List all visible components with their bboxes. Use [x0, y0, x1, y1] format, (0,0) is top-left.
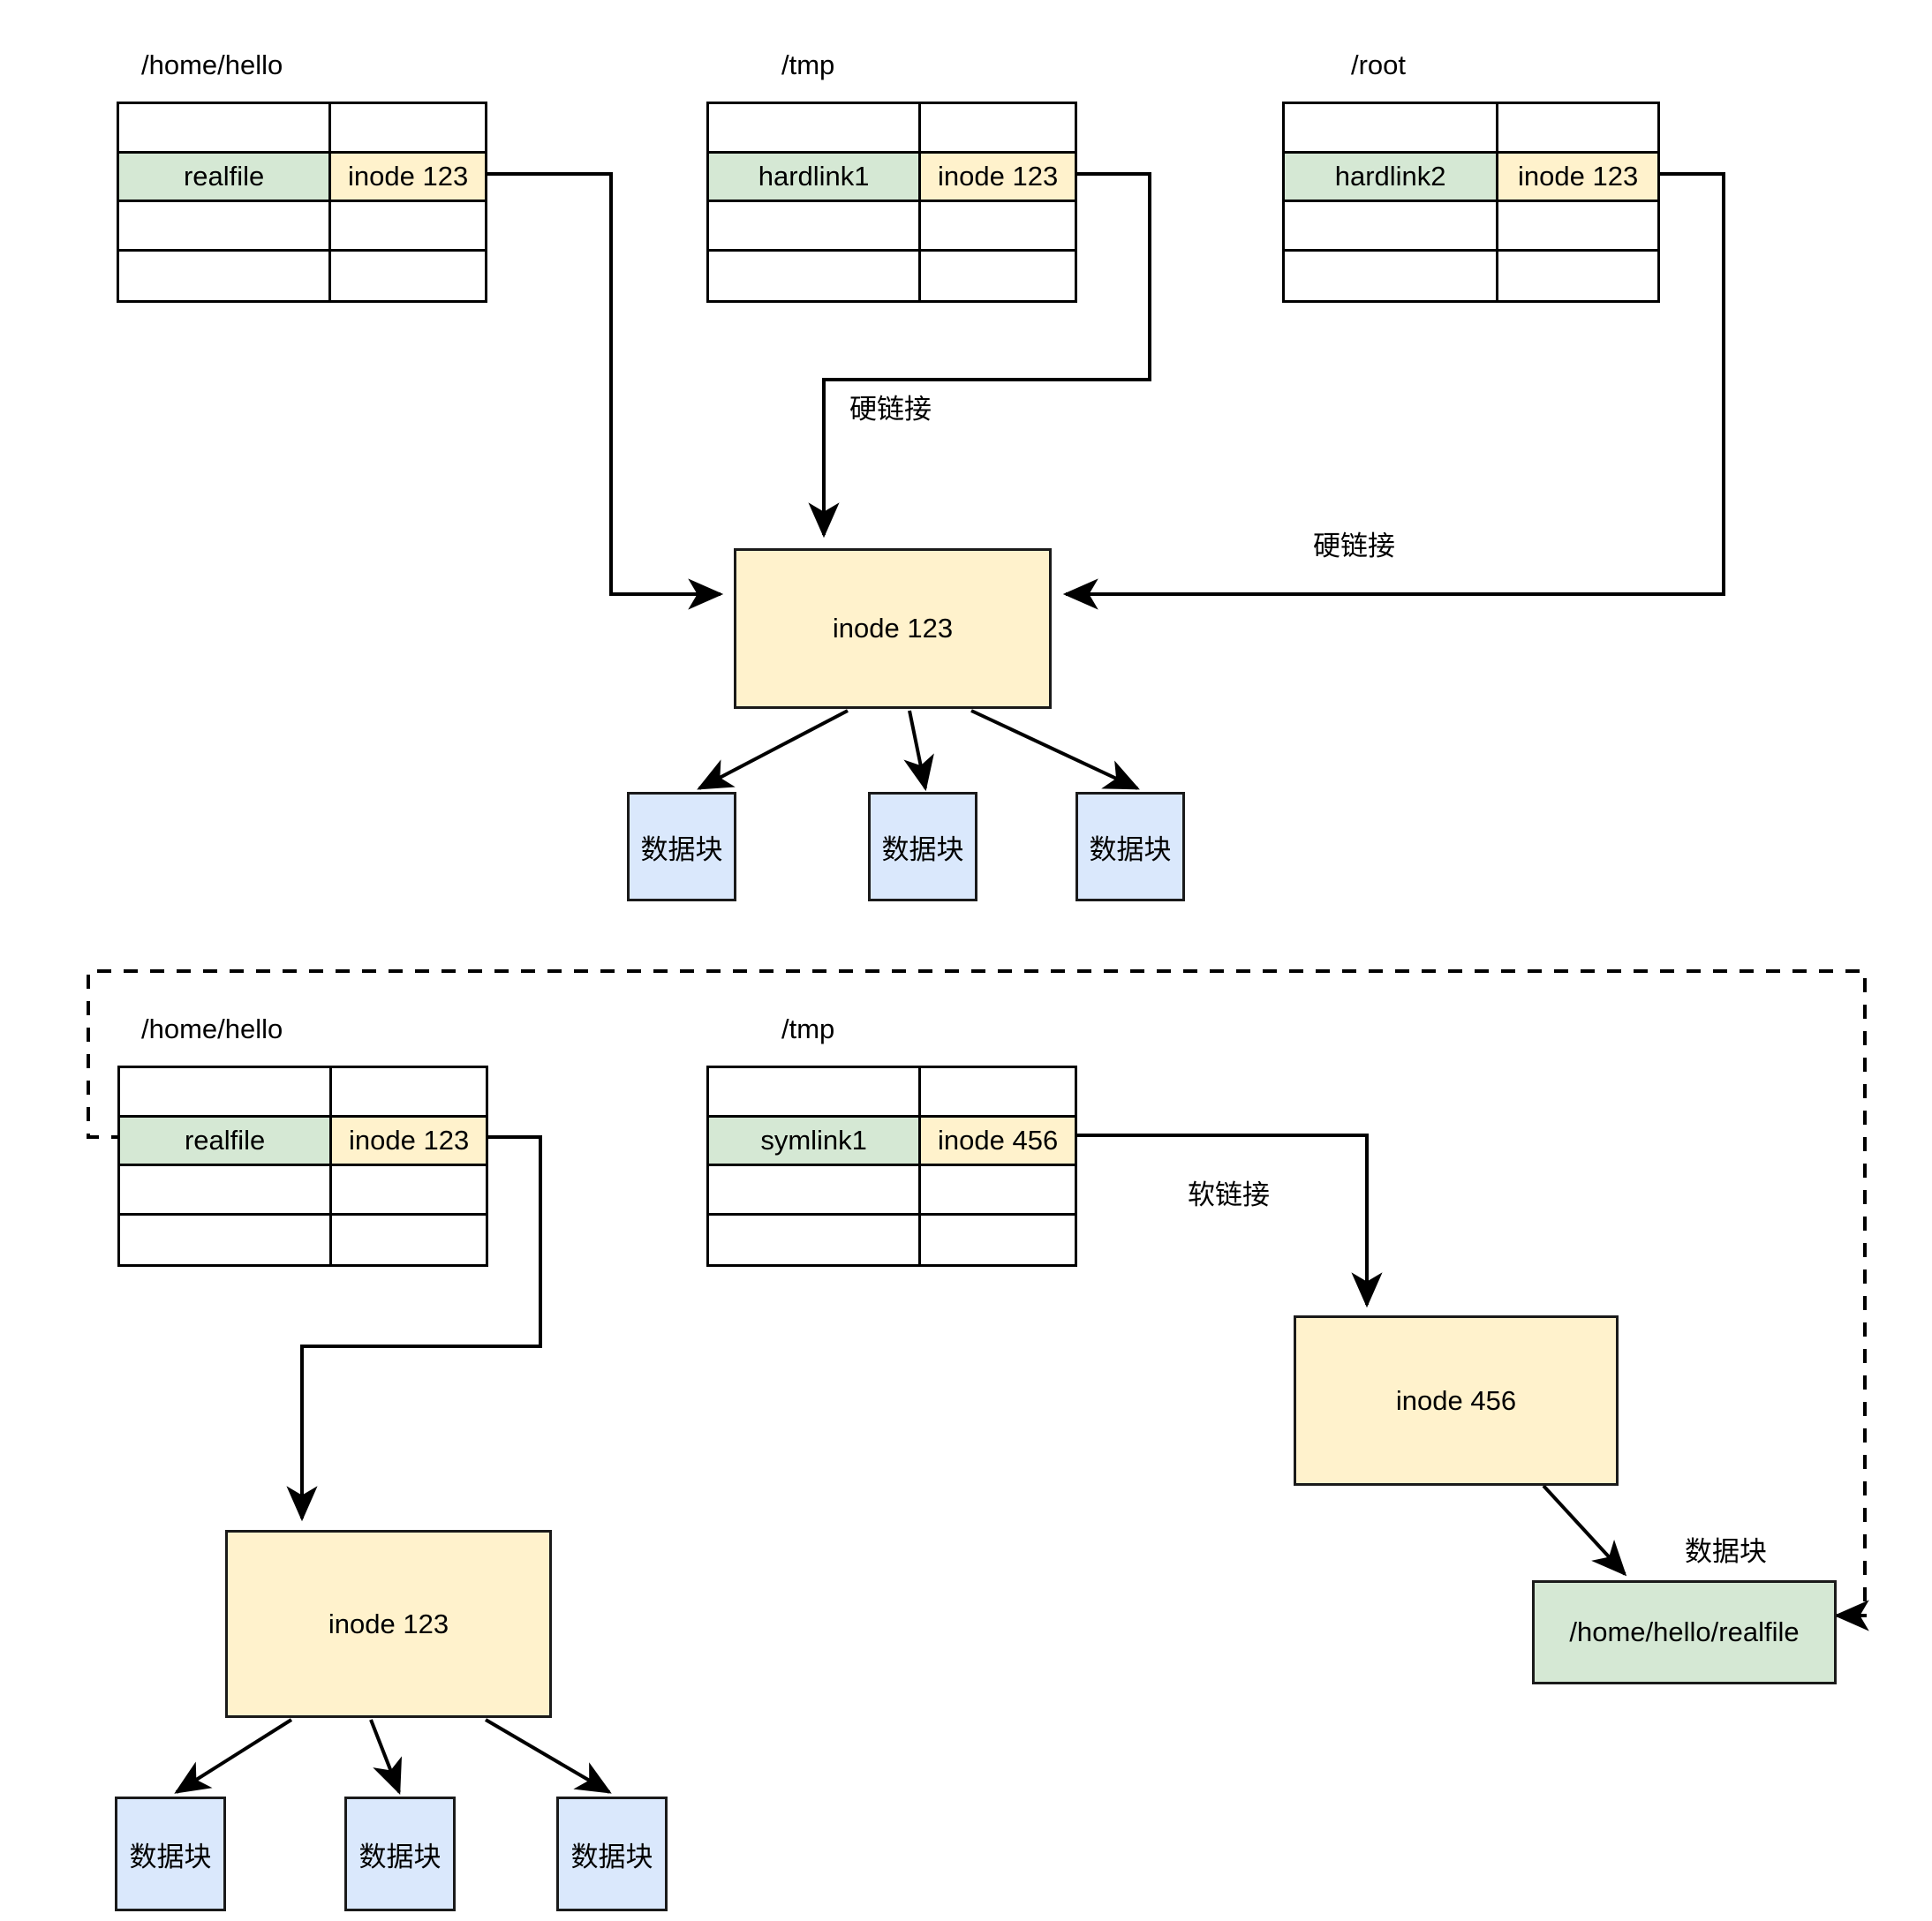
edge-label-hardlink-right: 硬链接	[1313, 531, 1395, 561]
cell-inode-empty	[332, 1216, 486, 1265]
data-block: 数据块	[1075, 792, 1185, 901]
cell-inode-empty	[1498, 252, 1657, 301]
dir-table-home-hello-bottom: realfile inode 123	[117, 1066, 488, 1267]
dir-title-home-hello: /home/hello	[141, 49, 283, 80]
table-row	[709, 1215, 1075, 1265]
data-block: 数据块	[627, 792, 736, 901]
cell-inode-realfile: inode 123	[331, 153, 485, 200]
cell-inode-empty	[921, 202, 1075, 249]
data-block: 数据块	[115, 1797, 226, 1911]
edge-inode123-to-datablock-4	[174, 1718, 293, 1794]
cell-inode-empty	[921, 1166, 1075, 1213]
inode-box-123-top: inode 123	[734, 548, 1052, 709]
table-row	[709, 251, 1075, 301]
table-row	[120, 1215, 486, 1265]
table-row	[709, 104, 1075, 154]
data-block: 数据块	[868, 792, 977, 901]
edge-realfile-to-inode123	[487, 172, 724, 610]
cell-name-empty	[1285, 104, 1499, 151]
cell-inode-empty	[331, 252, 485, 301]
cell-name-empty	[119, 104, 332, 151]
inode-box-123-bottom: inode 123	[225, 1530, 552, 1718]
cell-inode-empty	[1498, 104, 1657, 151]
dir-table-root: hardlink2 inode 123	[1282, 102, 1660, 303]
dir-table-tmp-bottom: symlink1 inode 456	[706, 1066, 1077, 1267]
symlink-target-path-box: /home/hello/realfile	[1532, 1580, 1837, 1684]
cell-name-empty	[709, 1068, 922, 1115]
cell-inode-empty	[331, 202, 485, 249]
cell-inode-empty	[921, 252, 1075, 301]
table-row	[120, 1068, 486, 1118]
edge-inode123-to-datablock-2	[903, 710, 934, 792]
dir-table-home-hello: realfile inode 123	[117, 102, 487, 303]
edge-label-datablock: 数据块	[1685, 1536, 1767, 1567]
cell-inode-realfile: inode 123	[332, 1117, 486, 1164]
edge-label-hardlink-middle: 硬链接	[849, 394, 932, 425]
edge-symlink1-to-inode456	[1077, 1134, 1383, 1308]
cell-name-empty	[120, 1215, 333, 1264]
table-row	[1285, 104, 1657, 154]
data-block: 数据块	[556, 1797, 668, 1911]
dir-title-tmp: /tmp	[781, 49, 835, 80]
cell-name-empty	[119, 202, 332, 249]
table-row: hardlink2 inode 123	[1285, 153, 1657, 202]
cell-inode-empty	[332, 1068, 486, 1115]
cell-name-empty	[1285, 251, 1499, 300]
cell-inode-empty	[921, 1216, 1075, 1265]
cell-name-symlink1: symlink1	[709, 1117, 922, 1164]
table-row	[119, 104, 485, 154]
cell-inode-hardlink1: inode 123	[921, 153, 1075, 200]
cell-name-empty	[120, 1068, 333, 1115]
cell-inode-empty	[921, 104, 1075, 151]
table-row: hardlink1 inode 123	[709, 153, 1075, 202]
cell-inode-empty	[1498, 202, 1657, 249]
cell-name-realfile: realfile	[119, 153, 332, 200]
table-row	[120, 1166, 486, 1216]
edge-inode456-to-target-path	[1542, 1484, 1627, 1577]
cell-name-empty	[119, 251, 332, 300]
cell-name-empty	[709, 251, 922, 300]
edge-label-softlink: 软链接	[1188, 1179, 1270, 1210]
table-row	[1285, 202, 1657, 252]
edge-inode123-to-datablock-6	[484, 1718, 612, 1794]
table-row: symlink1 inode 456	[709, 1117, 1075, 1166]
dir-title-root: /root	[1351, 49, 1407, 80]
cell-name-empty	[709, 104, 922, 151]
table-row	[1285, 251, 1657, 301]
edge-inode123-to-datablock-3	[970, 709, 1140, 790]
cell-name-empty	[120, 1166, 333, 1213]
cell-name-empty	[1285, 202, 1499, 249]
table-row	[709, 1166, 1075, 1216]
cell-name-realfile: realfile	[120, 1117, 333, 1164]
cell-name-empty	[709, 202, 922, 249]
dir-title-tmp-bottom: /tmp	[781, 1013, 835, 1044]
cell-name-hardlink2: hardlink2	[1285, 153, 1499, 200]
table-row	[119, 251, 485, 301]
cell-name-empty	[709, 1215, 922, 1264]
table-row	[709, 1068, 1075, 1118]
cell-name-empty	[709, 1166, 922, 1213]
table-row: realfile inode 123	[119, 153, 485, 202]
dir-title-home-hello-bottom: /home/hello	[141, 1013, 283, 1044]
edge-inode123-to-datablock-1	[697, 709, 849, 790]
table-row	[119, 202, 485, 252]
cell-inode-symlink1: inode 456	[921, 1117, 1075, 1164]
dir-table-tmp: hardlink1 inode 123	[706, 102, 1077, 303]
data-block: 数据块	[344, 1797, 456, 1911]
inode-box-456: inode 456	[1294, 1315, 1619, 1486]
cell-inode-empty	[332, 1166, 486, 1213]
table-row: realfile inode 123	[120, 1117, 486, 1166]
table-row	[709, 202, 1075, 252]
cell-inode-empty	[921, 1068, 1075, 1115]
cell-inode-hardlink2: inode 123	[1498, 153, 1657, 200]
cell-inode-empty	[331, 104, 485, 151]
edge-inode123-to-datablock-5	[369, 1719, 403, 1795]
cell-name-hardlink1: hardlink1	[709, 153, 922, 200]
